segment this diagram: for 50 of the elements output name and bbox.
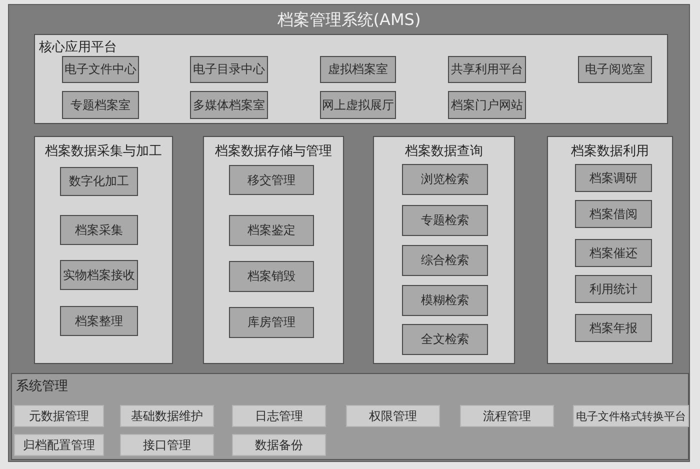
panel-title: 档案数据采集与加工	[45, 143, 162, 160]
function-box: 电子文件格式转换平台	[573, 405, 689, 427]
function-box: 接口管理	[120, 434, 214, 456]
function-box: 模糊检索	[402, 285, 488, 316]
function-box: 综合检索	[402, 245, 488, 276]
function-box: 流程管理	[460, 405, 554, 427]
module-panel	[34, 34, 668, 124]
module-panel	[203, 136, 344, 364]
function-box: 多媒体档案室	[190, 91, 268, 119]
function-box: 数字化加工	[60, 167, 138, 196]
function-box: 数据备份	[232, 434, 326, 456]
function-box: 利用统计	[575, 275, 652, 303]
panel-title: 档案数据利用	[571, 143, 649, 160]
module-panel	[373, 136, 515, 364]
function-box: 归档配置管理	[14, 434, 104, 456]
function-box: 共享利用平台	[448, 56, 526, 83]
module-panel	[34, 136, 173, 364]
function-box: 元数据管理	[14, 405, 104, 427]
function-box: 专题档案室	[62, 91, 139, 119]
function-box: 档案鉴定	[229, 215, 314, 246]
function-box: 虚拟档案室	[320, 56, 396, 83]
function-box: 档案调研	[575, 164, 652, 192]
function-box: 档案整理	[60, 306, 138, 336]
system-frame	[8, 4, 690, 462]
module-panel	[547, 136, 673, 364]
management-band	[11, 373, 689, 460]
function-box: 电子文件中心	[62, 56, 139, 83]
panel-title: 档案数据查询	[405, 143, 483, 160]
function-box: 网上虚拟展厅	[320, 91, 396, 119]
function-box: 全文检索	[402, 324, 488, 355]
function-box: 电子目录中心	[190, 56, 268, 83]
function-box: 档案采集	[60, 215, 138, 245]
function-box: 浏览检索	[402, 164, 488, 195]
function-box: 实物档案接收	[60, 260, 138, 290]
function-box: 档案销毁	[229, 261, 314, 292]
function-box: 专题检索	[402, 205, 488, 236]
system-title: 档案管理系统(AMS)	[277, 10, 421, 31]
function-box: 日志管理	[232, 405, 326, 427]
function-box: 档案门户网站	[448, 91, 526, 119]
function-box: 权限管理	[346, 405, 440, 427]
function-box: 移交管理	[229, 165, 314, 195]
function-box: 基础数据维护	[120, 405, 214, 427]
function-box: 档案年报	[575, 314, 652, 342]
panel-title: 系统管理	[16, 378, 68, 395]
function-box: 档案催还	[575, 239, 652, 267]
panel-title: 核心应用平台	[39, 39, 117, 56]
function-box: 档案借阅	[575, 200, 652, 228]
function-box: 库房管理	[229, 307, 314, 338]
panel-title: 档案数据存储与管理	[215, 143, 332, 160]
function-box: 电子阅览室	[578, 56, 652, 83]
